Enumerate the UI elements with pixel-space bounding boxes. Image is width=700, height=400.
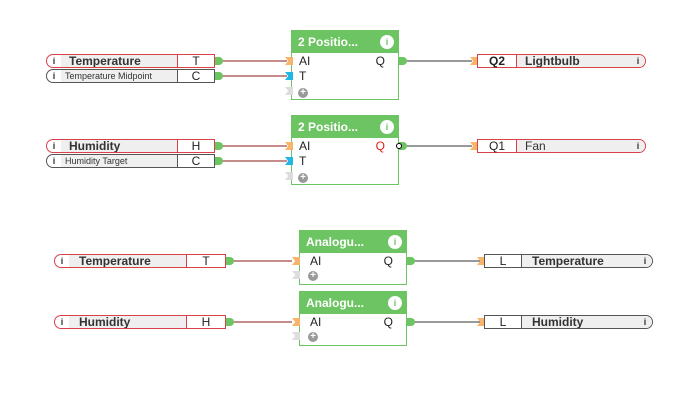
input-temperature[interactable]: i Temperature T — [54, 254, 226, 268]
input-pin-add[interactable] — [292, 332, 300, 340]
output-pin[interactable] — [215, 142, 223, 150]
input-label-ai: AI — [310, 315, 322, 329]
output-pin[interactable] — [215, 157, 223, 165]
output-humidity[interactable]: L Humidity i — [484, 315, 653, 329]
inverted-output-circle-icon — [396, 143, 402, 149]
input-code: H — [177, 140, 214, 152]
input-pin[interactable] — [477, 318, 485, 326]
input-name: Temperature — [61, 55, 177, 67]
output-code: Q2 — [478, 55, 517, 67]
output-pin[interactable] — [226, 257, 234, 265]
output-pin[interactable] — [407, 318, 415, 326]
input-pin[interactable] — [470, 142, 478, 150]
info-icon[interactable]: i — [380, 120, 394, 134]
input-pin-ai[interactable] — [285, 57, 293, 65]
input-name: Humidity — [61, 140, 177, 152]
output-pin[interactable] — [215, 72, 223, 80]
info-icon[interactable]: i — [52, 156, 56, 166]
input-humidity-target[interactable]: i Humidity Target C — [46, 154, 215, 168]
input-pin[interactable] — [470, 57, 478, 65]
input-code: H — [186, 316, 225, 328]
block-header[interactable]: 2 Positio... i — [292, 116, 398, 138]
input-pin-t[interactable] — [285, 72, 293, 80]
output-name: Humidity — [522, 316, 638, 328]
output-name: Lightbulb — [517, 55, 631, 67]
output-code: L — [485, 316, 522, 328]
info-icon[interactable]: i — [52, 56, 56, 66]
input-name: Temperature — [69, 255, 186, 267]
add-input-icon[interactable]: + — [298, 173, 308, 183]
input-pin-ai[interactable] — [292, 257, 300, 265]
analogue-block[interactable]: Analogu... i AI Q + — [299, 291, 407, 346]
add-input-icon[interactable]: + — [308, 332, 318, 342]
output-label-q: Q — [383, 254, 393, 268]
info-icon[interactable]: i — [638, 255, 652, 267]
input-name: Temperature Midpoint — [61, 70, 177, 82]
info-icon[interactable]: i — [52, 71, 56, 81]
analogue-block[interactable]: Analogu... i AI Q + — [299, 230, 407, 285]
input-pin[interactable] — [477, 257, 485, 265]
output-code: Q1 — [478, 140, 517, 152]
output-pin[interactable] — [226, 318, 234, 326]
input-label-ai: AI — [299, 139, 311, 153]
input-pin-add[interactable] — [285, 87, 293, 95]
input-pin-ai[interactable] — [292, 318, 300, 326]
input-code: C — [177, 155, 214, 167]
output-lightbulb[interactable]: Q2 Lightbulb i — [477, 54, 646, 68]
input-name: Humidity Target — [61, 155, 177, 167]
add-input-icon[interactable]: + — [308, 271, 318, 281]
output-code: L — [485, 255, 522, 267]
info-icon[interactable]: i — [388, 296, 402, 310]
input-name: Humidity — [69, 316, 186, 328]
input-label-t: T — [299, 69, 307, 83]
input-label-ai: AI — [310, 254, 322, 268]
input-humidity[interactable]: i Humidity H — [46, 139, 215, 153]
output-fan[interactable]: Q1 Fan i — [477, 139, 646, 153]
block-title: Analogu... — [306, 235, 364, 249]
output-pin[interactable] — [399, 142, 407, 150]
info-icon[interactable]: i — [388, 235, 402, 249]
info-icon[interactable]: i — [60, 317, 64, 327]
block-header[interactable]: Analogu... i — [300, 292, 406, 314]
output-label-q: Q — [383, 315, 393, 329]
info-icon[interactable]: i — [380, 35, 394, 49]
input-label-ai: AI — [299, 54, 311, 68]
input-code: C — [177, 70, 214, 82]
output-name: Fan — [517, 140, 631, 152]
block-header[interactable]: 2 Positio... i — [292, 31, 398, 53]
info-icon[interactable]: i — [60, 256, 64, 266]
input-pin-t[interactable] — [285, 157, 293, 165]
input-humidity[interactable]: i Humidity H — [54, 315, 226, 329]
output-temperature[interactable]: L Temperature i — [484, 254, 653, 268]
input-code: T — [177, 55, 214, 67]
output-name: Temperature — [522, 255, 638, 267]
input-code: T — [186, 255, 225, 267]
input-pin-add[interactable] — [285, 172, 293, 180]
input-pin-ai[interactable] — [285, 142, 293, 150]
input-label-t: T — [299, 154, 307, 168]
info-icon[interactable]: i — [638, 316, 652, 328]
block-title: Analogu... — [306, 296, 364, 310]
input-temperature-midpoint[interactable]: i Temperature Midpoint C — [46, 69, 215, 83]
info-icon[interactable]: i — [631, 55, 645, 67]
output-pin[interactable] — [399, 57, 407, 65]
output-pin[interactable] — [215, 57, 223, 65]
two-position-block[interactable]: 2 Positio... i AI Q T + — [291, 115, 399, 185]
block-title: 2 Positio... — [298, 120, 359, 134]
input-temperature[interactable]: i Temperature T — [46, 54, 215, 68]
block-header[interactable]: Analogu... i — [300, 231, 406, 253]
input-pin-add[interactable] — [292, 271, 300, 279]
info-icon[interactable]: i — [631, 140, 645, 152]
block-title: 2 Positio... — [298, 35, 359, 49]
output-label-q: Q — [375, 54, 385, 68]
info-icon[interactable]: i — [52, 141, 56, 151]
output-pin[interactable] — [407, 257, 415, 265]
output-label-q-inverted: Q — [375, 139, 385, 153]
two-position-block[interactable]: 2 Positio... i AI Q T + — [291, 30, 399, 100]
add-input-icon[interactable]: + — [298, 88, 308, 98]
